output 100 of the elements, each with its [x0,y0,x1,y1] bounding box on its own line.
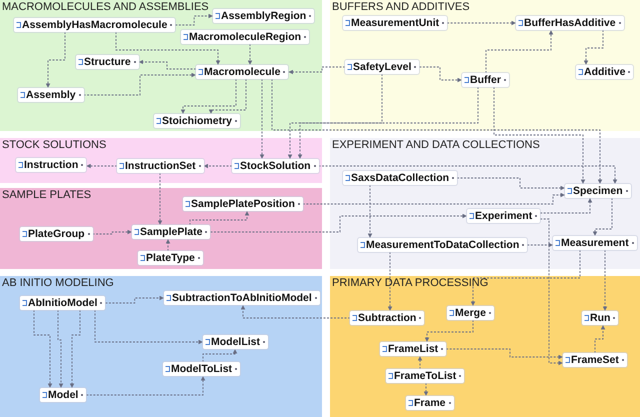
table-name: FrameToList [394,370,456,382]
table-name: Experiment [475,210,532,222]
connector-arrow [418,356,422,370]
connector-arrow [203,164,232,168]
connector-arrow [34,310,52,388]
table-name: Assembly [26,89,76,101]
group-panel [0,0,322,131]
connector-arrow [208,78,246,114]
table-name: Additive [584,66,626,78]
table-box [164,291,320,305]
table-box [181,30,310,44]
table-name: StockSolution [240,160,311,172]
connector-arrow [202,348,238,362]
table-name: SamplePlate [140,226,202,238]
table-name: ModelToList [171,363,232,375]
table-name: PlateGroup [28,228,85,240]
connector-arrow [58,310,64,388]
connector-arrow [418,66,462,82]
group-panel [330,138,640,269]
table-box [117,159,204,173]
table-box [20,296,106,310]
table-name: Merge [455,307,486,319]
table-name: MeasurementUnit [351,17,440,29]
table-name: Run [590,312,610,324]
connector-arrow [540,198,592,214]
connector-arrow [240,304,350,318]
table-box [582,311,618,325]
connector-arrow [174,14,214,26]
connector-arrow [318,166,618,184]
connector-arrow [526,242,554,248]
table-box [380,342,446,356]
connector-arrow [116,32,220,66]
table-box [467,209,540,223]
table-name: Model [48,389,78,401]
connector-arrow [288,86,478,160]
table-box [213,9,314,23]
table-box [14,18,176,32]
connector-arrow [86,164,118,168]
group-heading: SAMPLE PLATES [1,188,92,203]
table-name: ModelList [211,336,260,348]
connector-arrow [86,376,206,396]
table-box [447,306,494,320]
table-box [232,159,319,173]
group-heading: EXPERIMENT AND DATA COLLECTIONS [331,138,541,153]
table-name: MeasurementToDataCollection [366,239,520,251]
connector-arrow [260,78,264,160]
table-box [350,311,424,325]
table-box [76,55,139,69]
table-name: BufferHasAdditive [524,17,616,29]
connector-arrow [190,210,250,226]
group-panel [330,0,640,131]
table-name: Stoichiometry [162,115,232,127]
connector-arrow [446,20,516,26]
table-box [40,388,86,402]
connector-arrow [424,382,428,396]
group-panel [0,138,322,183]
table-name: FrameList [388,343,438,355]
table-box [154,114,240,128]
group-heading: AB INITIO MODELING [1,276,115,291]
table-box [553,236,637,250]
connector-arrow [298,74,382,160]
table-box [16,158,86,172]
table-box [138,251,203,265]
connector-arrow [83,72,196,96]
connector-arrow [592,198,612,236]
table-name: AbInitioModel [28,297,98,309]
table-box [196,65,288,79]
connector-arrow [70,310,80,388]
connector-arrow [584,30,604,66]
table-box [132,225,210,239]
table-name: SamplePlatePosition [191,198,295,210]
table-name: SaxsDataCollection [351,172,450,184]
table-box [358,238,528,252]
table-box [563,353,627,367]
connector-arrow [288,66,346,74]
connector-arrow [456,178,566,190]
table-name: FrameSet [571,354,619,366]
table-name: PlateType [146,252,195,264]
group-heading: MACROMOLECULES AND ASSEMBLIES [1,0,210,15]
table-box [163,362,240,376]
group-panel [0,188,322,269]
connector-arrow [104,296,164,304]
table-box [18,88,84,102]
table-box [345,60,420,74]
connector-arrow [446,348,564,360]
connector-arrow [368,184,372,238]
table-name: Instruction [24,159,78,171]
table-box [343,171,458,185]
table-name: Measurement [561,237,629,249]
connector-arrow [424,320,474,342]
group-panel [0,276,322,417]
table-name: Buffer [470,74,501,86]
connector-arrow [180,78,236,114]
connector-arrow [166,238,170,252]
connector-arrow [92,230,132,234]
table-name: InstructionSet [125,160,196,172]
table-box [462,73,509,87]
table-name: AssemblyRegion [221,10,306,22]
group-heading: PRIMARY DATA PROCESSING [331,276,490,291]
connector-arrow [594,324,606,354]
